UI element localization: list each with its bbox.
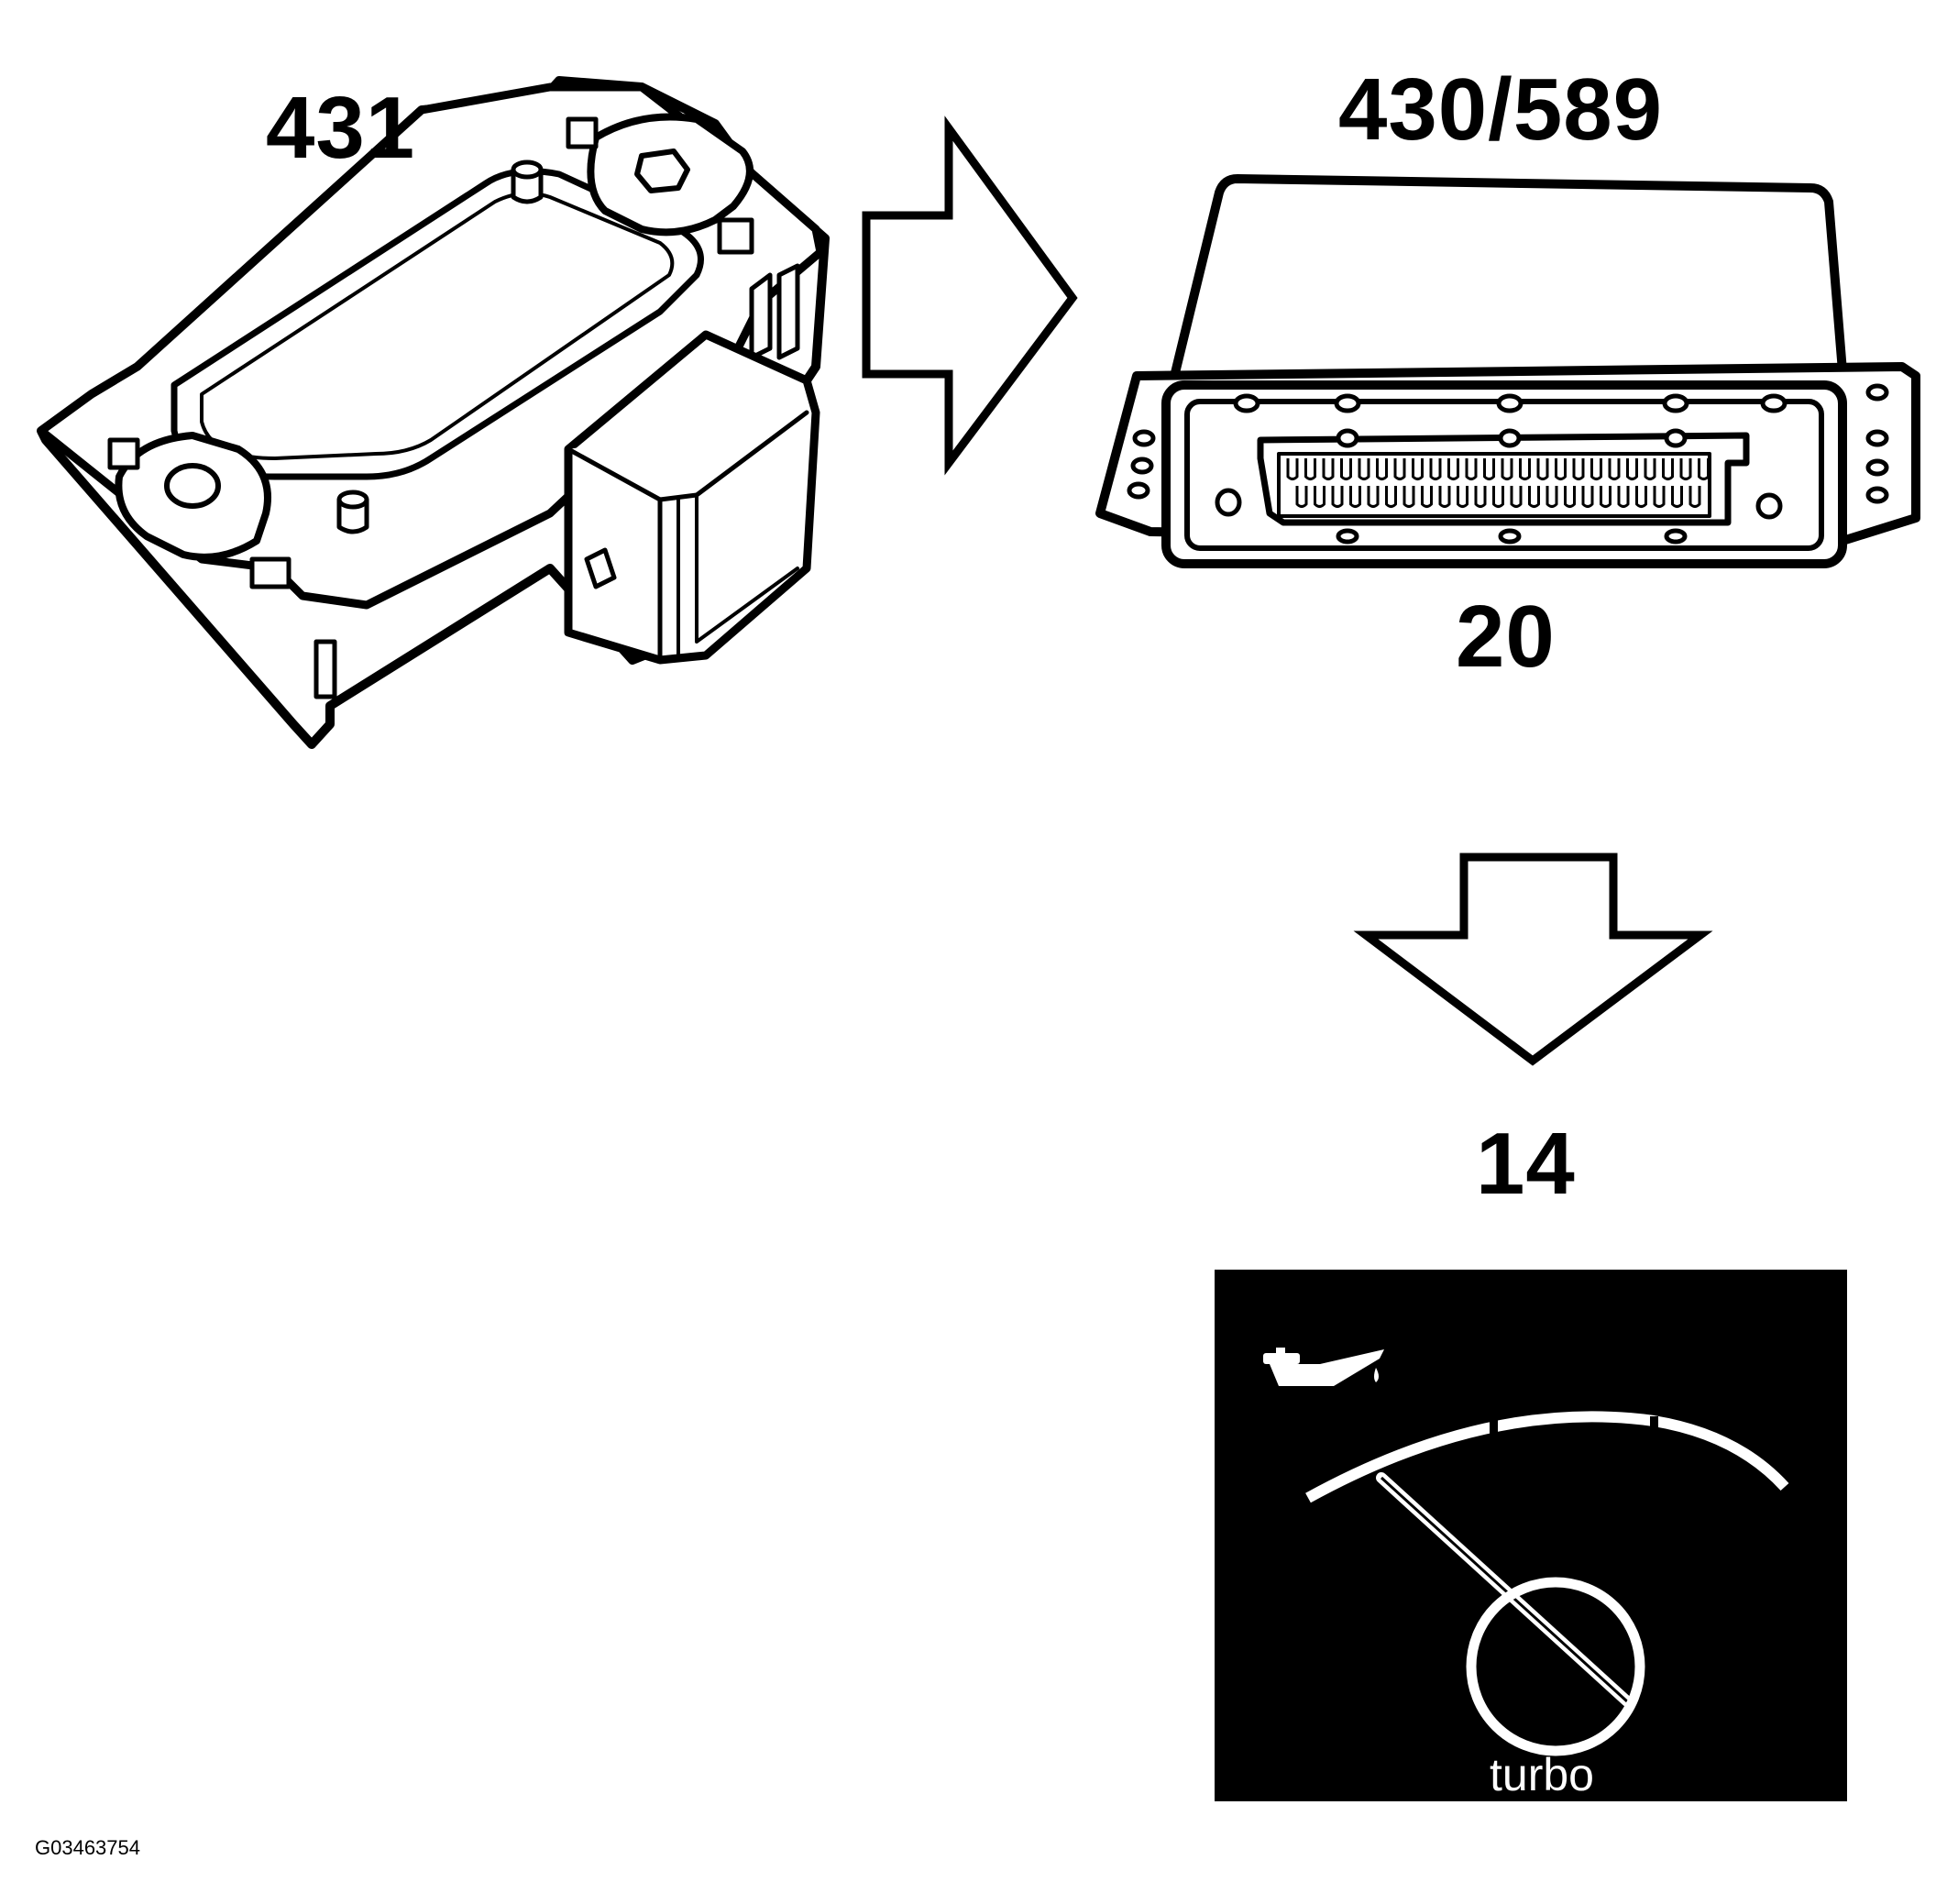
connector-pin <box>1331 486 1344 508</box>
connector-pin <box>1393 458 1406 480</box>
connector-pin <box>1662 458 1674 480</box>
connector-pin <box>1457 486 1468 508</box>
connector-pin <box>1438 486 1451 508</box>
control-module-label: 430/589 <box>1338 61 1664 159</box>
boost-gauge <box>1215 1270 1847 1801</box>
connector-pin <box>1340 458 1352 480</box>
connector-pin <box>1555 458 1567 480</box>
connector-pin <box>1617 486 1630 508</box>
connector-pin <box>1402 486 1415 508</box>
connector-pin <box>1626 458 1638 480</box>
connector-pin <box>1322 458 1335 480</box>
sensor-label: 431 <box>266 79 416 177</box>
connector-pin <box>1635 486 1647 508</box>
connector-pin <box>1653 486 1666 508</box>
flow-arrow-right <box>862 116 1078 476</box>
connector-pin <box>1295 486 1308 508</box>
connector-pin <box>1421 486 1433 508</box>
connector-pin <box>1600 486 1612 508</box>
connector-pin <box>1671 486 1683 508</box>
connector-pin <box>1581 486 1594 508</box>
connector-pin <box>1698 458 1710 480</box>
reference-code: G03463754 <box>35 1836 140 1859</box>
connector-pin <box>1447 458 1459 480</box>
connector-pin <box>1519 458 1531 480</box>
flow-arrow-down <box>1353 853 1713 1066</box>
connector-pin <box>1286 458 1299 480</box>
connector-pin <box>1492 486 1504 508</box>
gauge-panel <box>1215 1270 1847 1801</box>
connector-pin <box>1501 458 1513 480</box>
connector-pin <box>1546 486 1558 508</box>
connector-pin <box>1528 486 1540 508</box>
connector-pin <box>1376 458 1388 480</box>
connector-pin <box>1412 458 1424 480</box>
sensor-bolt <box>336 160 544 534</box>
connector-pin <box>1483 458 1495 480</box>
connector-pin <box>1465 458 1478 480</box>
connector-pin <box>1688 486 1701 508</box>
connector-pin <box>1304 458 1316 480</box>
connector-pin <box>1564 486 1576 508</box>
connector-pin <box>1367 486 1380 508</box>
pressure-sensor <box>37 76 830 749</box>
connector-pin <box>1608 458 1621 480</box>
connector-pin <box>1590 458 1602 480</box>
gauge-scale-arc <box>1305 1411 1789 1503</box>
connector-pin <box>1679 458 1692 480</box>
connector-label: 20 <box>1456 588 1556 686</box>
connector-pin <box>1572 458 1585 480</box>
oil-can-icon <box>1263 1348 1384 1386</box>
gauge-text: turbo <box>1490 1749 1594 1800</box>
connector-pin <box>1358 458 1370 480</box>
connector-pin <box>1349 486 1361 508</box>
connector-pin <box>1474 486 1487 508</box>
connector-pin <box>1536 458 1549 480</box>
connector-pin <box>1644 458 1656 480</box>
connector-pin <box>1314 486 1326 508</box>
gauge-hub <box>1466 1577 1645 1756</box>
connector-pin <box>1429 458 1442 480</box>
connector-pin <box>1510 486 1523 508</box>
connector-pins-row-1 <box>1286 458 1710 508</box>
control-module <box>1095 174 1920 568</box>
gauge-label: 14 <box>1476 1115 1576 1213</box>
connector-pin <box>1385 486 1397 508</box>
